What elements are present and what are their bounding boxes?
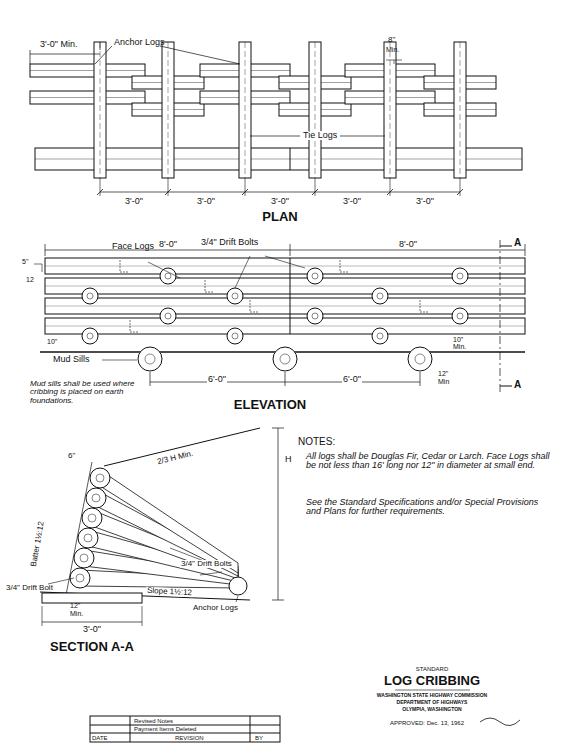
face-log-end: [86, 488, 106, 508]
drawing-label: 10": [46, 338, 58, 345]
drawing-label: Min.: [386, 46, 399, 53]
tie-log-end: [160, 268, 176, 284]
face-log-end: [90, 468, 110, 488]
drawing-label: APPROVED: Dec. 13, 1962: [390, 720, 464, 726]
drawing-label: Min: [438, 378, 449, 385]
tie-log: [94, 42, 106, 178]
tie-log: [454, 42, 466, 178]
drawing-label: A: [514, 238, 521, 249]
drawing-label: 3/4" Drift Bolts: [200, 238, 259, 247]
section-view: [40, 428, 284, 626]
drawing-label: SECTION A-A: [50, 640, 134, 654]
drawing-label: 3/4" Drift Bolt: [6, 584, 53, 592]
face-log-end: [74, 548, 94, 568]
drawing-label: PLAN: [262, 210, 297, 224]
drawing-label: 3'-0" Min.: [40, 40, 77, 49]
tie-log-end: [452, 308, 468, 324]
tie-log-end: [372, 328, 388, 344]
drawing-label: 5": [22, 258, 28, 265]
tie-log-end: [160, 308, 176, 324]
tie-log: [96, 490, 238, 576]
drawing-label: Payment Items Deleted: [134, 726, 196, 732]
drawing-label: NOTES:: [298, 437, 335, 448]
drawing-title: LOG CRIBBING: [384, 674, 480, 688]
anchor-log: [30, 91, 145, 104]
drawing-label: DEPARTMENT OF HIGHWAYS: [397, 700, 468, 705]
tie-log: [309, 42, 321, 178]
drawing-label: A: [514, 380, 521, 391]
note-text: All logs shall be Douglas Fir, Cedar or …: [306, 452, 552, 471]
note-text: Mud sills shall be used where cribbing i…: [30, 380, 148, 405]
drawing-label: 12: [26, 276, 34, 283]
drawing-label: 3'-0": [197, 197, 215, 206]
mud-sill: [408, 347, 432, 371]
mud-sill: [42, 593, 142, 603]
drawing-label: 6'-0": [207, 375, 227, 384]
drawing-label: DATE: [92, 735, 108, 741]
face-log-end: [78, 528, 98, 548]
drawing-label: Mud Sills: [52, 355, 91, 364]
drawing-label: 3/4" Drift Bolts: [180, 560, 233, 568]
drawing-label: 12": [438, 370, 448, 377]
drawing-label: 12": [70, 602, 80, 609]
tie-log-end: [82, 328, 98, 344]
drawing-label: 3'-0": [271, 197, 289, 206]
drawing-label: 8": [388, 36, 395, 44]
drawing-label: Tie Logs: [302, 131, 338, 140]
drawing-label: H: [284, 455, 293, 464]
drawing-label: 3'-0": [343, 197, 361, 206]
tie-log: [162, 42, 174, 178]
drawing-label: 3'-0": [82, 625, 102, 634]
drawing-label: WASHINGTON STATE HIGHWAY COMMISSION: [377, 693, 487, 698]
tie-log: [239, 42, 251, 178]
tie-log-end: [82, 288, 98, 304]
drawing-label: BY: [255, 735, 263, 741]
drawing-label: 6": [68, 452, 75, 460]
anchor-log-end: [229, 577, 247, 595]
face-log: [35, 148, 522, 170]
tie-log-end: [372, 288, 388, 304]
plan-view: [30, 42, 522, 196]
mud-sill: [273, 347, 297, 371]
title-block-lines: [90, 690, 520, 742]
tie-log-end: [227, 328, 243, 344]
drawing-label: Anchor Logs: [114, 38, 165, 47]
mud-sill: [138, 347, 162, 371]
drawing-label: 3'-0": [416, 197, 434, 206]
anchor-log: [30, 64, 145, 77]
drawing-label: ELEVATION: [234, 398, 306, 412]
drawing-label: REVISION: [175, 735, 204, 741]
tie-log-end: [307, 308, 323, 324]
elevation-view: [34, 240, 525, 395]
drawing-label: 8'-0": [398, 240, 418, 249]
drawing-label: Min.: [452, 343, 467, 350]
drawing-label: OLYMPIA, WASHINGTON: [402, 707, 461, 712]
drawing-label: Batter 1½:12: [30, 521, 46, 568]
drawing-label: Anchor Logs: [192, 604, 239, 612]
drawing-label: 3'-0": [125, 197, 143, 206]
drawing-label: STANDARD: [416, 666, 449, 672]
drawing-label: Min.: [70, 610, 83, 617]
drawing-label: 8'-0": [158, 240, 178, 249]
tie-log-end: [307, 268, 323, 284]
drawing-label: 6'-0": [342, 375, 362, 384]
drawing-label: Face Logs: [112, 242, 154, 251]
note-text: See the Standard Specifications and/or S…: [306, 498, 552, 517]
tie-log: [100, 470, 238, 573]
tie-log-end: [452, 268, 468, 284]
tie-log-end: [227, 288, 243, 304]
drawing-label: Revised Notes: [134, 718, 173, 724]
face-log-end: [82, 508, 102, 528]
